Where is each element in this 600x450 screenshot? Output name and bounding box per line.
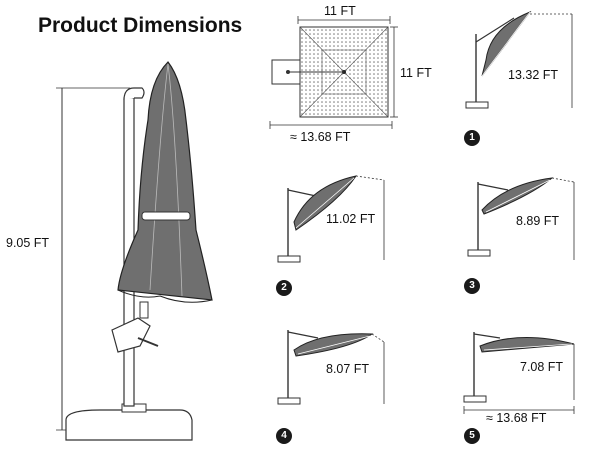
top-view-span-label: ≈ 13.68 FT xyxy=(290,130,351,144)
position-2-drawing xyxy=(277,175,385,263)
position-4-drawing xyxy=(277,330,385,405)
position-3-badge: 3 xyxy=(464,278,480,294)
position-2-badge: 2 xyxy=(276,280,292,296)
position-2-height-label: 11.02 FT xyxy=(326,212,376,226)
position-5-span-label: ≈ 13.68 FT xyxy=(486,411,547,425)
position-3-drawing xyxy=(467,177,575,260)
position-1-badge: 1 xyxy=(464,130,480,146)
top-view-drawing xyxy=(269,16,398,129)
position-1-height-label: 13.32 FT xyxy=(508,68,559,82)
position-1-drawing xyxy=(465,10,573,109)
position-3-height-label: 8.89 FT xyxy=(516,214,560,228)
position-5-badge: 5 xyxy=(464,428,480,444)
position-4-height-label: 8.07 FT xyxy=(326,362,370,376)
closed-umbrella-drawing xyxy=(56,61,213,441)
position-5-height-label: 7.08 FT xyxy=(520,360,564,374)
position-5-drawing xyxy=(463,332,575,414)
position-4-badge: 4 xyxy=(276,428,292,444)
top-view-depth-label: 11 FT xyxy=(400,66,432,80)
main-height-label: 9.05 FT xyxy=(6,236,50,250)
page-title: Product Dimensions xyxy=(38,14,243,37)
top-view-width-label: 11 FT xyxy=(324,4,356,18)
